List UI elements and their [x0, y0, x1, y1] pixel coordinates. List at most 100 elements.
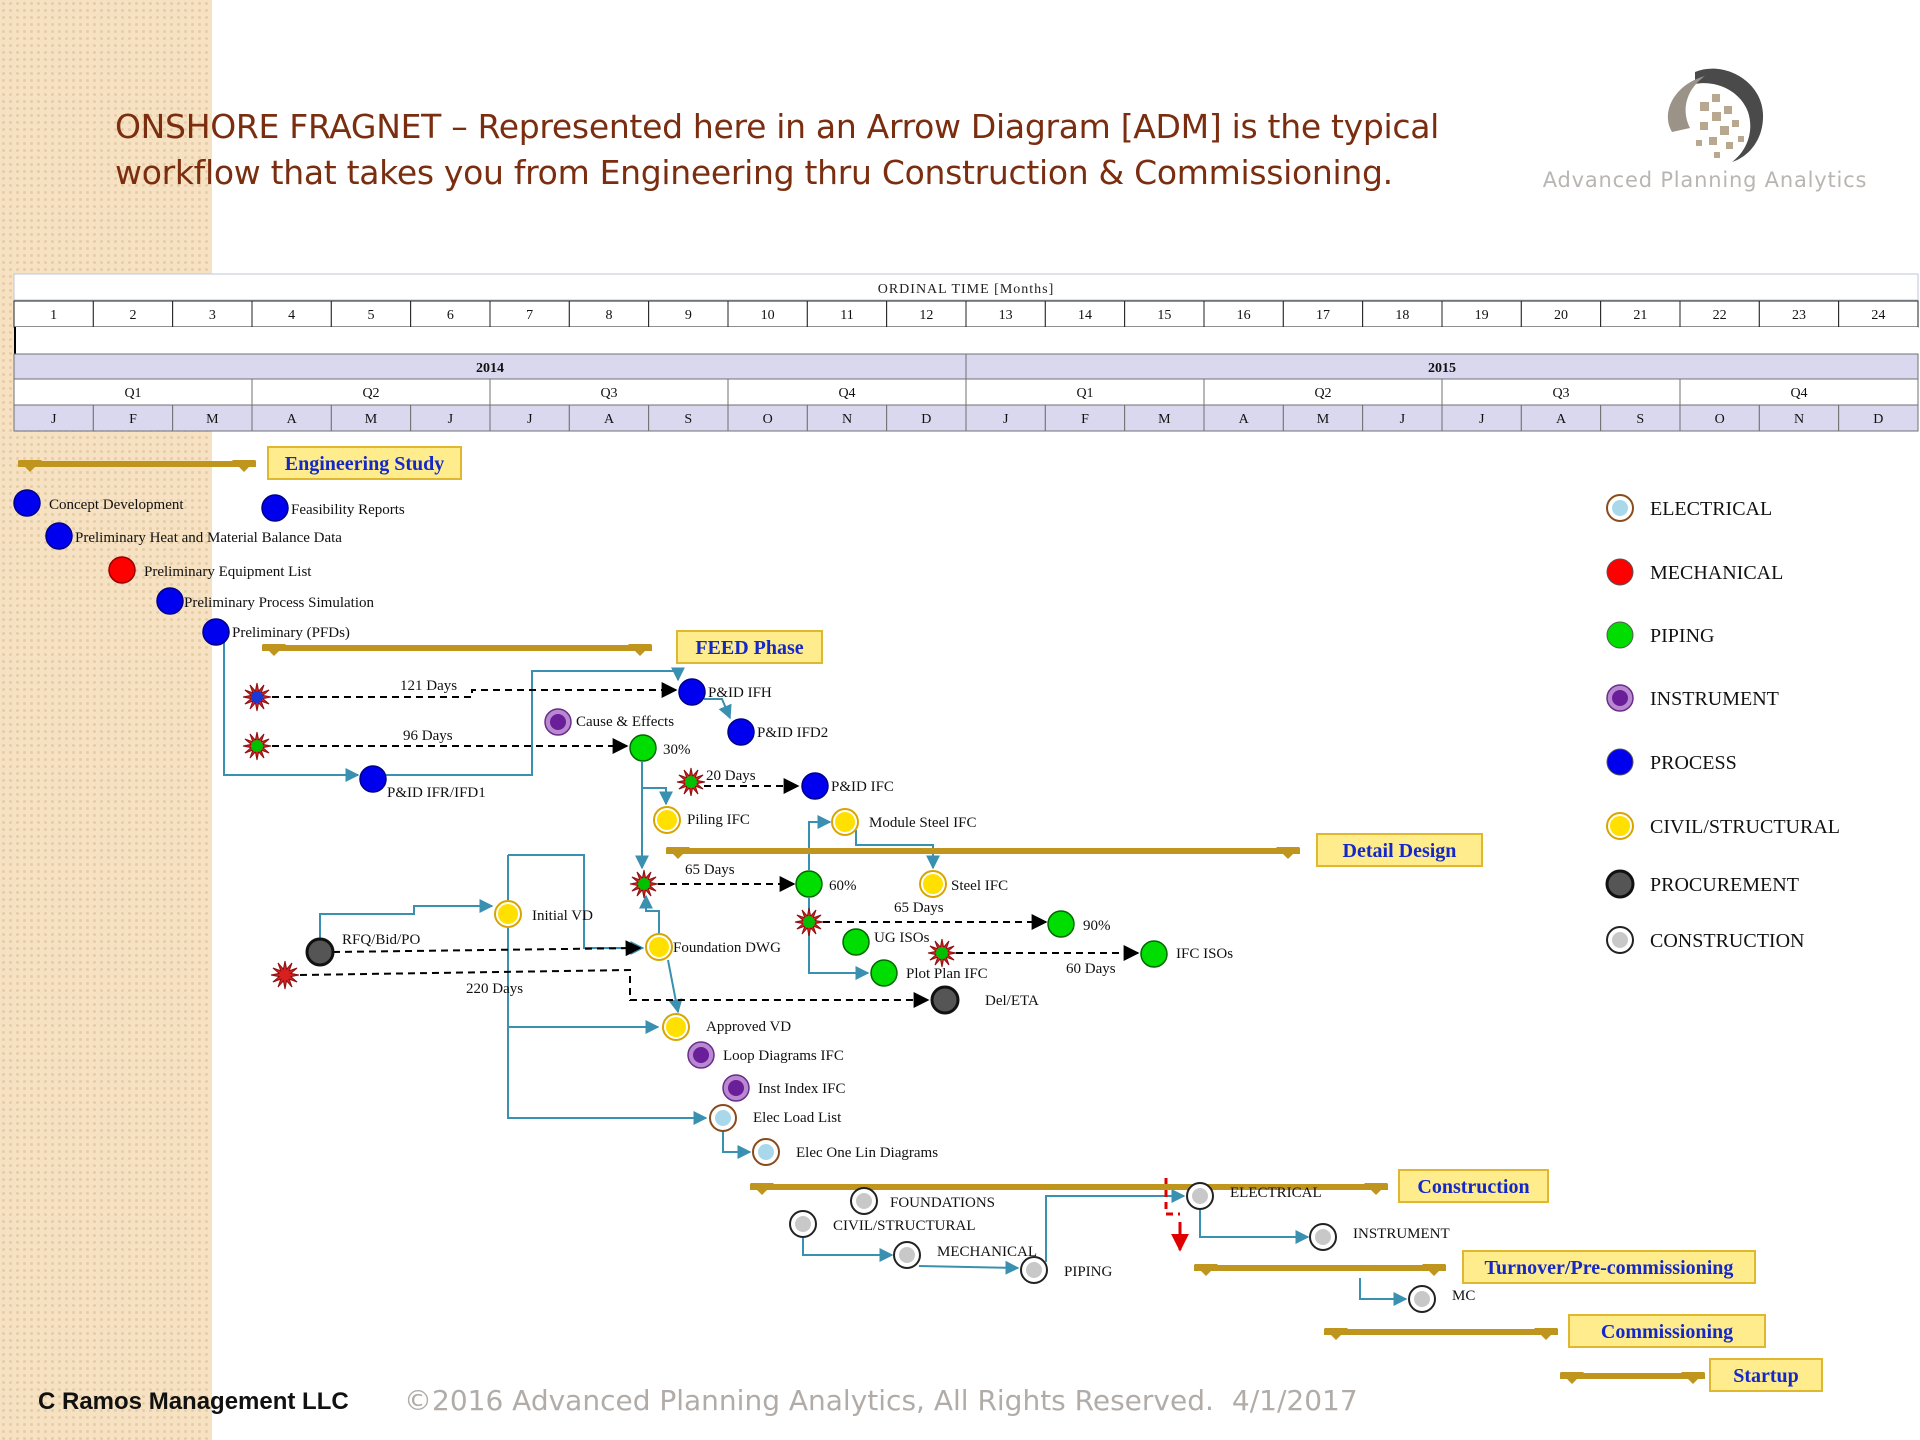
node-label: Foundation DWG: [673, 940, 781, 956]
legend-swatch: [1606, 621, 1634, 649]
node-eoneline: Elec One Lin Diagrams: [752, 1138, 938, 1166]
node-circle: [693, 1047, 709, 1063]
node-p60: 60%: [795, 870, 857, 898]
node-label: IFC ISOs: [1176, 946, 1233, 962]
legend: ELECTRICALMECHANICALPIPINGINSTRUMENTPROC…: [1605, 494, 1840, 954]
phase-end-marker: [1276, 847, 1300, 859]
legend-label: PROCUREMENT: [1650, 874, 1799, 896]
phase-label-box: [1462, 1250, 1756, 1284]
node-label: Preliminary (PFDs): [232, 625, 350, 641]
month-letter-label: J: [527, 412, 533, 427]
node-mc: MC: [1408, 1285, 1475, 1313]
month-letter-label: A: [1556, 412, 1567, 427]
legend-label: CONSTRUCTION: [1650, 930, 1804, 952]
duration-label: 20 Days: [706, 768, 756, 784]
month-letter-cell: [1282, 404, 1364, 432]
phase-label: Engineering Study: [285, 453, 444, 475]
node-piling: Piling IFC: [653, 806, 750, 834]
month-number-label: 1: [50, 308, 57, 323]
node-circle: [629, 734, 657, 762]
phase-label-box: [1398, 1169, 1549, 1203]
month-letter-cell: [1441, 404, 1522, 432]
quarter-cell: [965, 378, 1205, 406]
month-number-label: 19: [1475, 308, 1489, 323]
dashed-link: [272, 682, 678, 698]
quarter-cell: [489, 378, 729, 406]
node-pidifc: P&ID IFC: [801, 772, 894, 800]
legend-item-instrument: INSTRUMENT: [1606, 684, 1779, 712]
month-number-cell: [806, 300, 888, 328]
phase-start-marker: [666, 847, 690, 859]
node-foundations: FOUNDATIONS: [850, 1187, 995, 1215]
phase-end-marker: [1422, 1264, 1446, 1276]
month-letter-label: M: [1317, 412, 1330, 427]
solid-link: [802, 1238, 894, 1262]
node-label: Initial VD: [532, 908, 593, 924]
month-letter-cell: [1520, 404, 1602, 432]
month-letter-label: M: [365, 412, 378, 427]
node-steelifc: Steel IFC: [919, 870, 1008, 898]
node-circle: [899, 1247, 915, 1263]
node-p90: 90%: [1047, 910, 1111, 938]
quarter-label: Q4: [1790, 386, 1807, 401]
phase-end-marker: [1534, 1328, 1558, 1340]
quarter-label: Q2: [1314, 386, 1331, 401]
node-label: RFQ/Bid/PO: [342, 932, 421, 948]
quarter-cell: [13, 378, 253, 406]
month-letter-label: N: [1794, 412, 1804, 427]
month-number-cell: [330, 300, 412, 328]
node-circle: [870, 959, 898, 987]
month-number-label: 2: [130, 308, 137, 323]
node-circle: [202, 618, 230, 646]
dashed-link: [332, 940, 642, 957]
month-number-cell: [1282, 300, 1364, 328]
legend-item-construction: CONSTRUCTION: [1606, 926, 1804, 954]
duration-label: 65 Days: [894, 900, 944, 916]
phase-label: Construction: [1417, 1176, 1529, 1198]
month-number-label: 5: [368, 308, 375, 323]
month-number-label: 18: [1395, 308, 1409, 323]
node-label: Approved VD: [706, 1019, 791, 1035]
node-circle: [45, 522, 73, 550]
node-label: Inst Index IFC: [758, 1081, 846, 1097]
node-label: P&ID IFR/IFD1: [387, 785, 486, 801]
node-label: Cause & Effects: [576, 714, 674, 730]
month-letter-label: A: [1239, 412, 1250, 427]
node-label: P&ID IFC: [831, 779, 894, 795]
company-name: C Ramos Management LLC: [38, 1388, 349, 1415]
solid-link: [507, 855, 708, 1125]
legend-label: MECHANICAL: [1650, 562, 1783, 584]
month-letter-label: J: [1479, 412, 1485, 427]
node-label: Preliminary Process Simulation: [184, 595, 374, 611]
month-letter-cell: [1124, 404, 1205, 432]
node-circle: [13, 489, 41, 517]
decorative-background-strip: [0, 0, 212, 1440]
phase-start-marker: [1324, 1328, 1348, 1340]
month-letter-label: M: [1158, 412, 1171, 427]
month-letter-label: S: [1636, 412, 1644, 427]
node-label: P&ID IFD2: [757, 725, 828, 741]
node-label: Del/ETA: [985, 993, 1039, 1009]
month-number-label: 21: [1633, 308, 1647, 323]
solid-link: [855, 830, 940, 870]
node-label: Elec Load List: [753, 1110, 842, 1126]
month-number-cell: [965, 300, 1046, 328]
node-circle: [649, 937, 669, 957]
phase-label: Commissioning: [1601, 1321, 1733, 1343]
phase-bar: [262, 645, 652, 651]
node-circle: [795, 870, 823, 898]
duration-label: 65 Days: [685, 862, 735, 878]
month-number-cell: [251, 300, 332, 328]
node-causeeff: Cause & Effects: [544, 708, 674, 736]
copyright-text: ©2016 Advanced Planning Analytics, All R…: [404, 1384, 1214, 1417]
month-number-label: 23: [1792, 308, 1806, 323]
node-ugiso: UG ISOs: [842, 928, 930, 956]
month-number-label: 24: [1871, 308, 1885, 323]
timeline-header-row: [13, 273, 1919, 301]
legend-swatch: [1610, 816, 1630, 836]
month-letter-label: J: [448, 412, 454, 427]
